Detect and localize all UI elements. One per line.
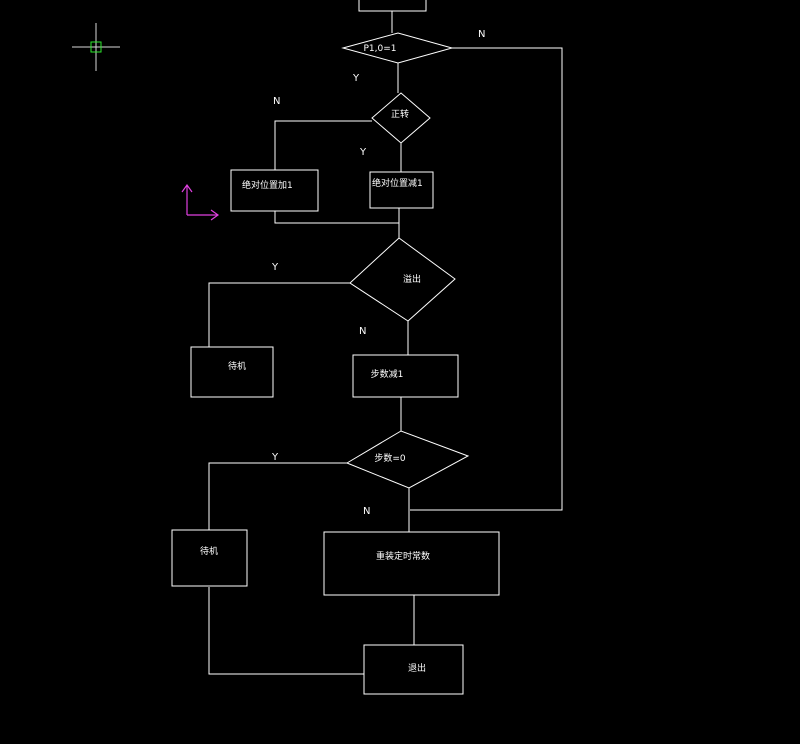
decision-forward-label: 正转 bbox=[391, 108, 409, 120]
decision-p10: P1,0=1 bbox=[341, 32, 454, 64]
box-exit: 退出 bbox=[363, 644, 464, 695]
box-standby-2: 待机 bbox=[171, 529, 248, 587]
box-reload-timer-label: 重装定时常数 bbox=[376, 550, 430, 562]
crosshair-cursor-icon bbox=[72, 23, 120, 71]
edge-label-steps-no: N bbox=[363, 506, 370, 517]
decision-overflow-label: 溢出 bbox=[403, 273, 421, 285]
box-step-sub: 步数减1 bbox=[352, 354, 459, 398]
edge-label-p10-yes: Y bbox=[352, 73, 360, 84]
box-step-sub-label: 步数减1 bbox=[371, 368, 404, 380]
box-standby-1: 待机 bbox=[190, 346, 274, 398]
box-abs-pos-sub-label: 绝对位置减1 bbox=[372, 177, 423, 189]
edge-labels: N Y N Y Y N Y N bbox=[271, 29, 485, 517]
edge-label-forward-yes: Y bbox=[359, 147, 367, 158]
box-abs-pos-add-label: 绝对位置加1 bbox=[242, 179, 293, 191]
connector-lines bbox=[208, 11, 563, 675]
box-abs-pos-add: 绝对位置加1 bbox=[230, 169, 319, 212]
box-abs-pos-sub: 绝对位置减1 bbox=[369, 171, 434, 209]
decision-p10-label: P1,0=1 bbox=[363, 44, 396, 54]
box-reload-timer: 重装定时常数 bbox=[323, 531, 500, 596]
decision-steps-zero: 步数=0 bbox=[345, 430, 470, 489]
edge-label-p10-no: N bbox=[478, 29, 485, 40]
top-process-box bbox=[358, 0, 427, 12]
edge-label-overflow-no: N bbox=[359, 326, 366, 337]
decision-forward: 正转 bbox=[371, 92, 431, 144]
box-standby-1-label: 待机 bbox=[228, 360, 246, 372]
edge-label-steps-yes: Y bbox=[271, 452, 279, 463]
box-standby-2-label: 待机 bbox=[200, 545, 218, 557]
edge-label-overflow-yes: Y bbox=[271, 262, 279, 273]
edge-label-forward-no: N bbox=[273, 96, 280, 107]
box-exit-label: 退出 bbox=[408, 662, 426, 674]
ucs-axis-icon bbox=[181, 183, 220, 221]
decision-overflow: 溢出 bbox=[349, 237, 456, 322]
decision-steps-zero-label: 步数=0 bbox=[374, 452, 406, 464]
